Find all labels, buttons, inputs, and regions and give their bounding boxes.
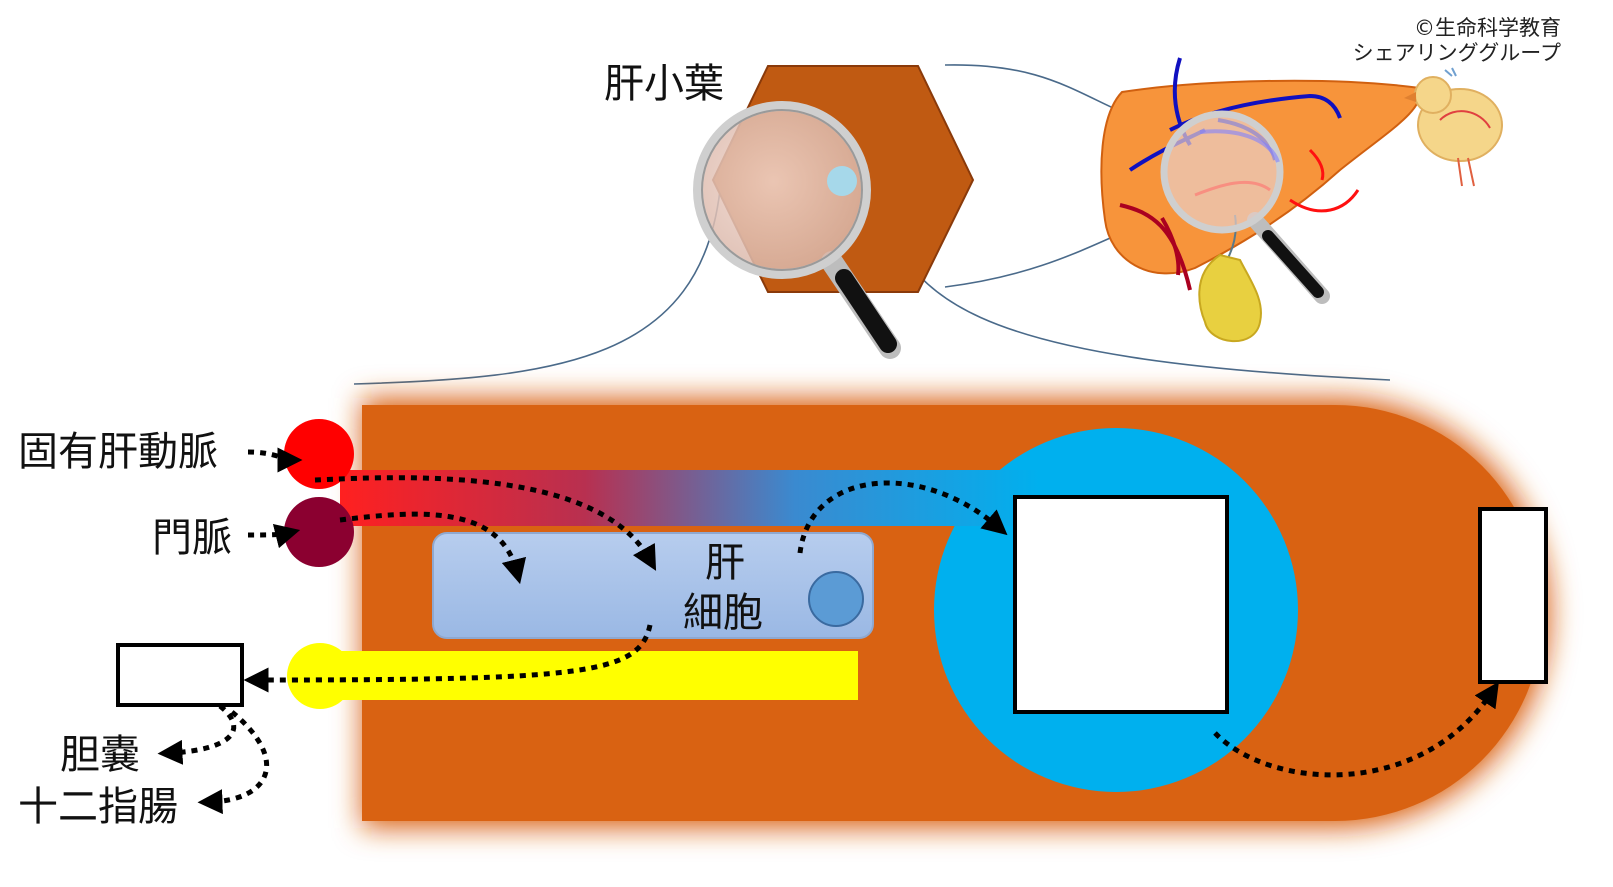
duodenum-label: 十二指腸	[18, 784, 178, 830]
blank-box-central	[1013, 495, 1229, 714]
arrow-central-to-out	[1213, 681, 1499, 778]
hepatocyte-label-line2: 細胞	[683, 590, 763, 636]
gallbladder-label: 胆嚢	[60, 732, 140, 778]
bile-canaliculus	[320, 651, 858, 700]
portal-vein-vessel	[284, 497, 354, 567]
blank-box-outflow	[1478, 507, 1548, 684]
hepatocyte-nucleus	[808, 571, 864, 627]
flow-arrows	[157, 447, 1499, 815]
arrow-hepatocyte-to-bile	[243, 624, 653, 693]
hepatocyte-label-line1: 肝	[705, 540, 745, 586]
chick-icon	[1404, 67, 1503, 187]
copyright-line1: ©生命科学教育	[1414, 16, 1561, 40]
arrow-bile-to-gallbladder	[157, 704, 237, 765]
liver-organ	[1100, 57, 1422, 343]
arrow-portal-to-hepatocyte	[339, 511, 527, 585]
arrow-hepatocyte-to-central	[797, 480, 1008, 554]
copyright-line2: シェアリンググループ	[1352, 41, 1561, 66]
sinusoid-band	[340, 470, 1040, 526]
portal-vein-label: 門脈	[152, 515, 232, 561]
arrow-bile-to-duodenum	[197, 710, 270, 815]
arrow-artery-in	[247, 447, 303, 473]
copyright: ©生命科学教育 シェアリンググループ	[1353, 16, 1561, 66]
magnifier-icon	[693, 101, 901, 359]
hepatic-artery-label: 固有肝動脈	[18, 429, 218, 475]
blank-box-bile	[116, 643, 244, 707]
hepatocyte	[432, 532, 874, 639]
lobule-label: 肝小葉	[604, 61, 724, 107]
arrow-portal-in	[247, 523, 301, 549]
